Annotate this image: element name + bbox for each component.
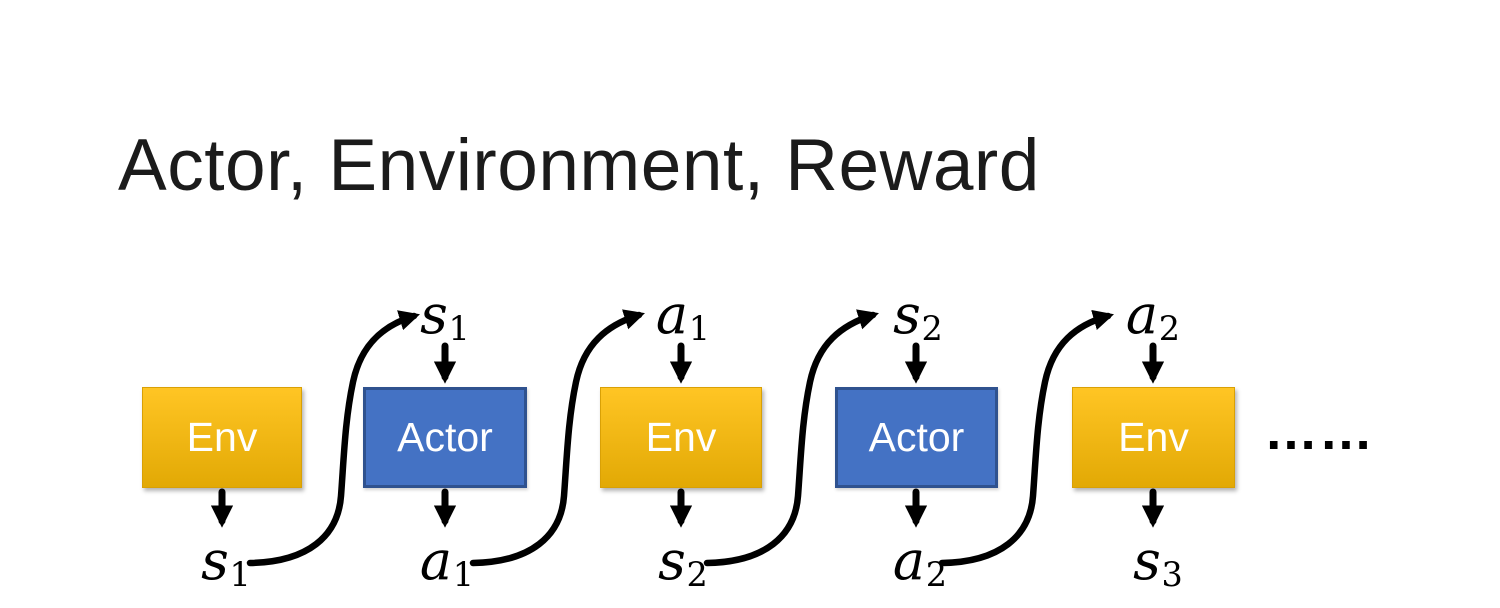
top-label-a2: a2 <box>1126 288 1180 346</box>
env-box-3: Env <box>1072 387 1235 488</box>
top-label-s1-sub: 1 <box>448 309 470 349</box>
top-label-a1-base: a <box>655 283 689 346</box>
env-box-1: Env <box>142 387 302 488</box>
bottom-label-a1-sub: 1 <box>452 555 475 595</box>
top-label-s1-base: s <box>420 283 448 346</box>
flow-curve-s2 <box>703 309 879 567</box>
bottom-label-s3-base: s <box>1133 529 1161 592</box>
slide-title: Actor, Environment, Reward <box>118 125 1040 206</box>
top-label-a2-base: a <box>1125 283 1159 346</box>
bottom-label-s1-sub: 1 <box>229 555 251 595</box>
bottom-label-s3-sub: 3 <box>1161 555 1183 595</box>
bottom-label-s2-sub: 2 <box>686 555 708 595</box>
bottom-label-a1: a1 <box>420 534 474 592</box>
bottom-label-s1: s1 <box>201 534 251 592</box>
actor-box-1: Actor <box>363 387 527 488</box>
bottom-label-s2-base: s <box>658 529 686 592</box>
top-label-s1: s1 <box>420 288 470 346</box>
flow-curve-a1 <box>469 309 645 567</box>
flow-curve-s1 <box>246 310 420 567</box>
bottom-label-s1-base: s <box>201 529 229 592</box>
flow-curve-a2 <box>938 309 1115 567</box>
actor-box-1-label: Actor <box>397 414 493 460</box>
bottom-label-s2: s2 <box>658 534 708 592</box>
top-label-a1-sub: 1 <box>688 309 711 349</box>
bottom-label-a2: a2 <box>893 534 947 592</box>
top-label-s2-base: s <box>893 283 921 346</box>
bottom-label-a2-sub: 2 <box>925 555 948 595</box>
bottom-label-a1-base: a <box>419 529 453 592</box>
actor-box-2-label: Actor <box>868 414 965 460</box>
actor-box-2: Actor <box>835 387 998 488</box>
env-box-2: Env <box>600 387 762 488</box>
bottom-label-s3: s3 <box>1133 534 1183 592</box>
top-label-a2-sub: 2 <box>1158 309 1181 349</box>
env-box-1-label: Env <box>186 414 258 460</box>
top-label-a1: a1 <box>656 288 710 346</box>
continuation-ellipsis: …… <box>1264 401 1374 461</box>
bottom-label-a2-base: a <box>892 529 926 592</box>
env-box-3-label: Env <box>1118 414 1189 460</box>
top-label-s2-sub: 2 <box>921 309 943 349</box>
top-label-s2: s2 <box>893 288 943 346</box>
env-box-2-label: Env <box>645 414 717 460</box>
